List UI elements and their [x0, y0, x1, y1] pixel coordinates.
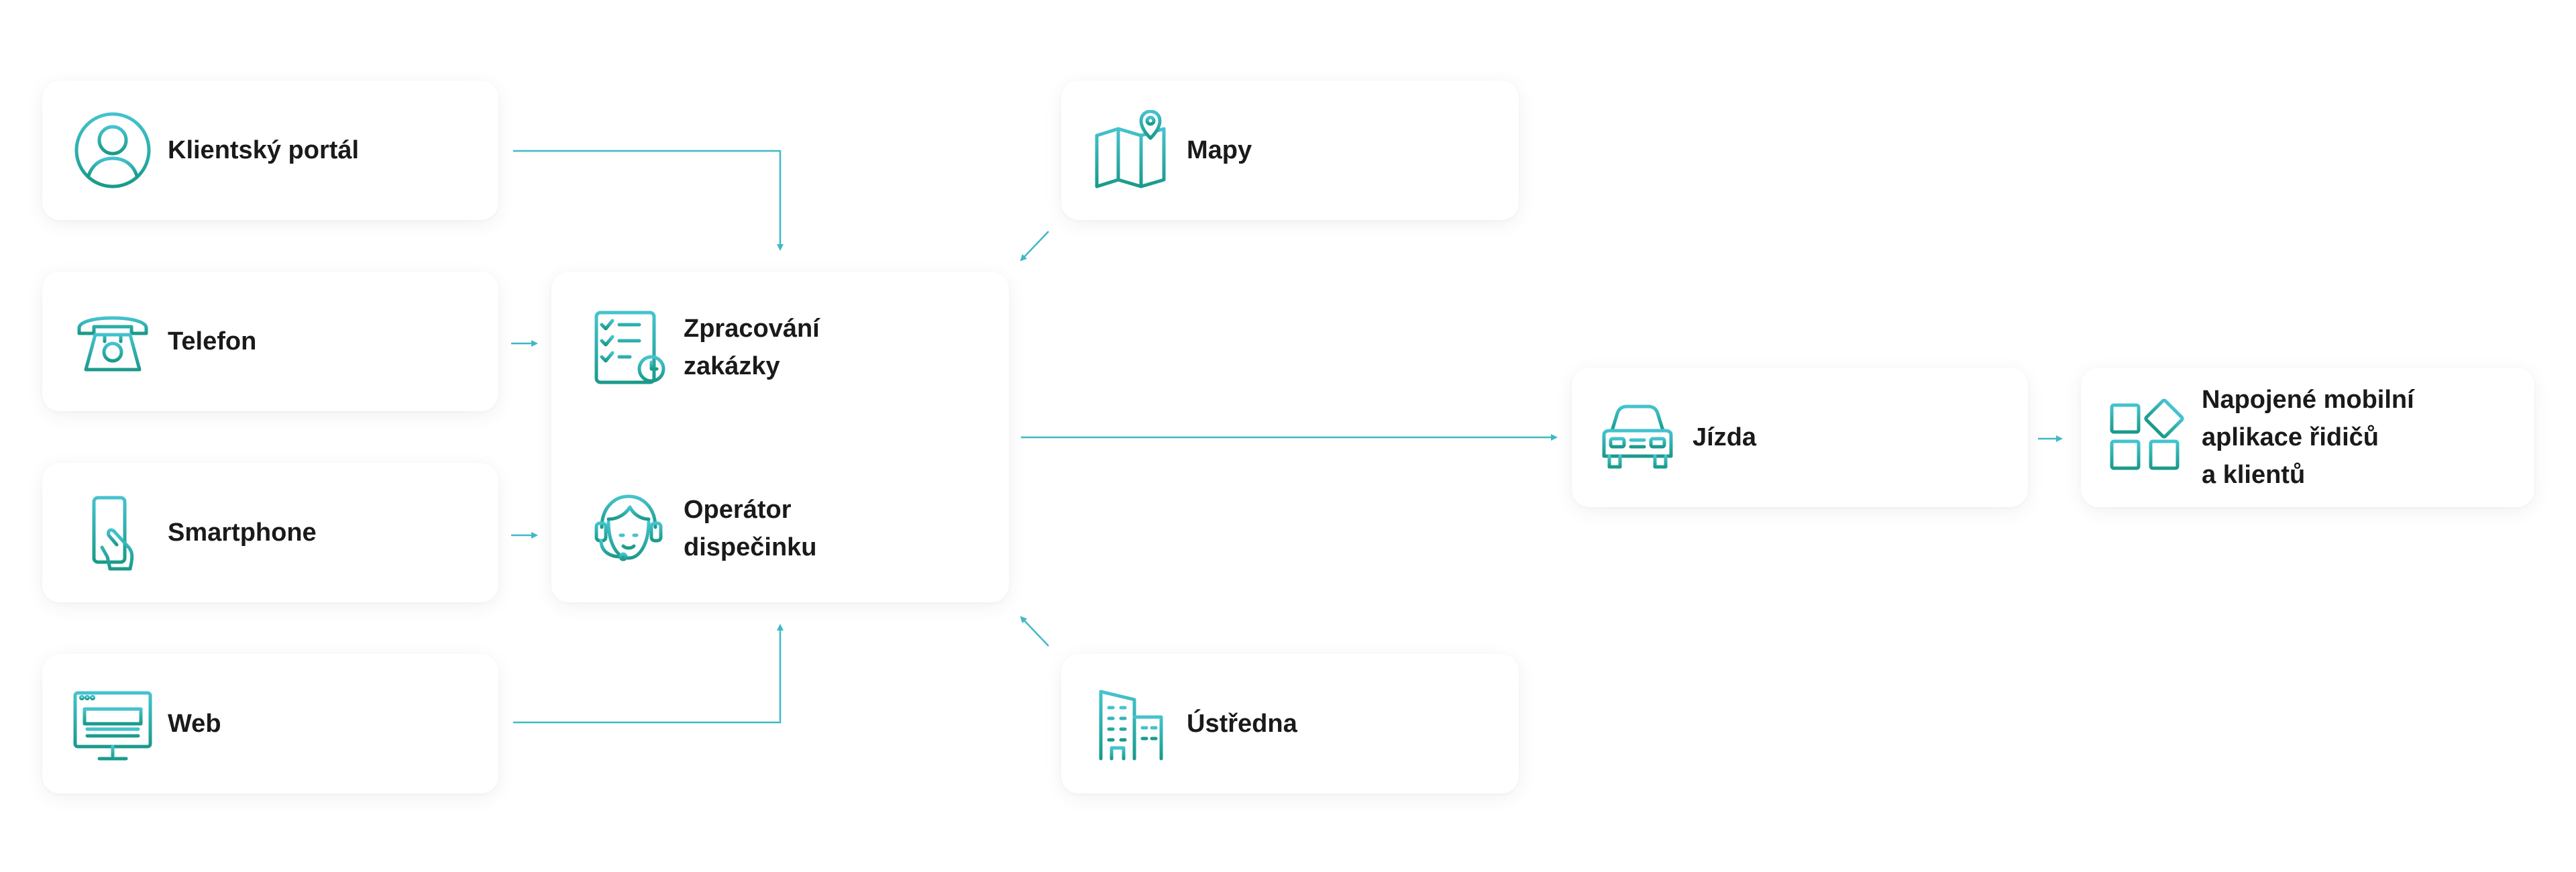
card-mobile-apps: Napojené mobilní aplikace řidičů a klien…: [2081, 368, 2534, 507]
card-label: Telefon: [168, 327, 257, 356]
smartphone-hand-icon: [72, 492, 153, 573]
office-building-icon: [1091, 684, 1172, 764]
telephone-icon: [72, 301, 153, 382]
arrow-mapy-to-processing: [1020, 231, 1049, 262]
card-processing: Zpracování zakázky Operátor dispečinku: [551, 272, 1009, 602]
processing-operator-label: Operátor dispečinku: [684, 496, 817, 561]
card-label: Napojené mobilní aplikace řidičů a klien…: [2202, 386, 2414, 489]
card-smartphone: Smartphone: [42, 463, 498, 602]
card-label: Smartphone: [168, 519, 317, 547]
card-ustredna: Ústředna: [1061, 654, 1519, 794]
card-klientsky-portal: Klientský portál: [42, 80, 498, 220]
user-circle-icon: [72, 110, 153, 190]
card-mapy: Mapy: [1061, 80, 1519, 220]
monitor-web-icon: [72, 684, 153, 764]
card-web: Web: [42, 654, 498, 794]
operator-headset-icon: [588, 488, 669, 569]
arrow-ustredna-to-processing: [1020, 616, 1049, 647]
arrow-web-to-processing: [513, 624, 784, 724]
card-label: Ústředna: [1187, 710, 1297, 738]
card-jizda: Jízda: [1572, 368, 2028, 507]
card-label: Klientský portál: [168, 136, 360, 164]
card-label: Jízda: [1693, 423, 1757, 451]
checklist-clock-icon: [588, 307, 669, 388]
card-label: Mapy: [1187, 136, 1252, 164]
card-telefon: Telefon: [42, 272, 498, 411]
processing-order-label: Zpracování zakázky: [684, 315, 820, 380]
app-grid-icon: [2106, 397, 2187, 478]
map-pin-icon: [1091, 110, 1172, 190]
car-icon: [1597, 397, 1678, 478]
card-label: Web: [168, 710, 221, 738]
arrow-portal-to-processing: [513, 150, 784, 251]
